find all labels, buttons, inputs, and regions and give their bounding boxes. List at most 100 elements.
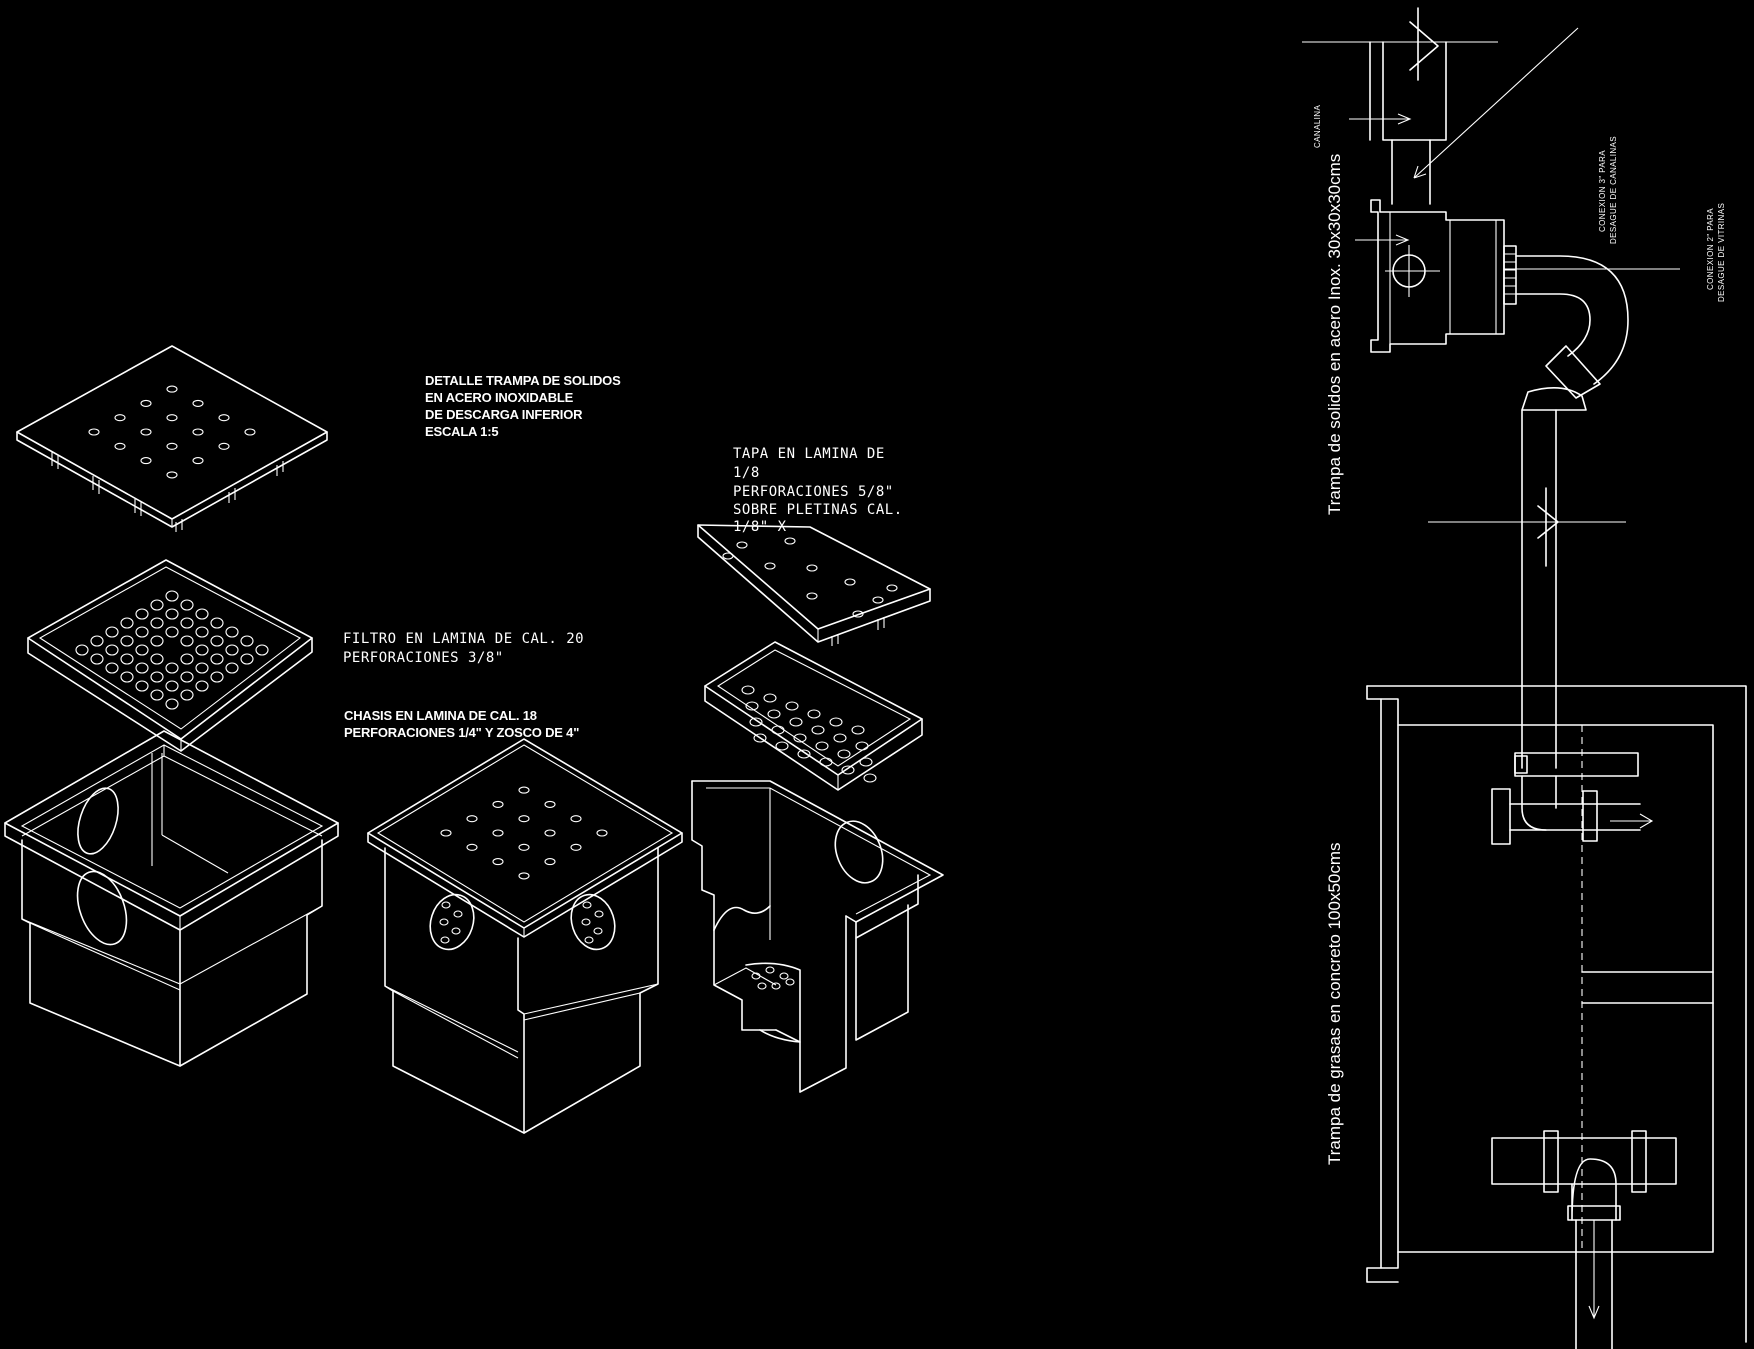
perforation-hole — [863, 773, 877, 783]
perforation-hole — [218, 442, 230, 450]
perforation-hole — [195, 662, 209, 674]
perforation-hole — [166, 471, 178, 479]
perforation-hole — [165, 662, 179, 674]
perforation-hole — [166, 385, 178, 393]
perforation-hole — [852, 610, 864, 618]
perforation-hole — [789, 717, 803, 727]
perforation-hole — [829, 717, 843, 727]
perforation-hole — [581, 918, 591, 926]
perforation-hole — [192, 457, 204, 465]
perforation-hole — [150, 689, 164, 701]
perforation-hole — [210, 617, 224, 629]
solids-trap-elevation — [1302, 7, 1680, 769]
perforation-hole — [140, 457, 152, 465]
perforation-hole — [218, 414, 230, 422]
perforation-hole — [114, 414, 126, 422]
perforation-hole — [150, 617, 164, 629]
perforation-hole — [244, 428, 256, 436]
perforation-hole — [779, 972, 789, 980]
chasis-label-line1: CHASIS EN LAMINA DE CAL. 18 — [344, 708, 537, 723]
perforation-hole — [440, 936, 450, 944]
perforation-hole — [135, 662, 149, 674]
perforation-hole — [150, 635, 164, 647]
perforation-hole — [763, 693, 777, 703]
perforation-hole — [570, 815, 582, 823]
perforation-hole — [807, 709, 821, 719]
perforation-hole — [135, 626, 149, 638]
perforation-hole — [851, 725, 865, 735]
narrow-filter-tray — [704, 641, 923, 791]
chasis-label-line2: PERFORACIONES 1/4" Y ZOSCO DE 4" — [344, 725, 579, 740]
perforation-hole — [751, 972, 761, 980]
perforation-hole — [584, 936, 594, 944]
perforation-hole — [150, 599, 164, 611]
perforation-hole — [819, 757, 833, 767]
perforation-hole — [841, 765, 855, 775]
canalina-label: CANALINA — [1313, 105, 1322, 148]
perforation-hole — [135, 680, 149, 692]
perforation-hole — [749, 717, 763, 727]
perforation-hole — [120, 671, 134, 683]
perforation-hole — [192, 428, 204, 436]
perforation-hole — [785, 701, 799, 711]
perforation-hole — [225, 662, 239, 674]
perforation-hole — [833, 733, 847, 743]
perforation-hole — [594, 910, 604, 918]
perforation-hole — [180, 599, 194, 611]
perforation-hole — [855, 741, 869, 751]
perforation-hole — [225, 644, 239, 656]
perforation-hole — [165, 680, 179, 692]
perforation-hole — [518, 872, 530, 880]
perforation-hole — [180, 617, 194, 629]
perforation-hole — [518, 815, 530, 823]
tapa-label-line2: 1/8 — [733, 465, 760, 481]
perforation-hole — [192, 399, 204, 407]
perforation-hole — [767, 709, 781, 719]
perforation-hole — [492, 800, 504, 808]
perforation-hole — [180, 689, 194, 701]
tapa-label-line3: PERFORACIONES 5/8" — [733, 484, 894, 500]
perforation-hole — [811, 725, 825, 735]
cutaway-box-isometric — [691, 780, 944, 1093]
perforation-hole — [741, 685, 755, 695]
perforation-hole — [440, 829, 452, 837]
perforation-hole — [492, 858, 504, 866]
perforation-hole — [518, 843, 530, 851]
open-chassis-box — [4, 730, 339, 1067]
perforation-hole — [210, 671, 224, 683]
conexion-2-label-line1: CONEXION 2" PARA — [1706, 208, 1715, 290]
conexion-3-label-line1: CONEXION 3" PARA — [1598, 150, 1607, 232]
filtro-label-line2: PERFORACIONES 3/8" — [343, 650, 504, 666]
perforation-hole — [140, 428, 152, 436]
perforation-hole — [165, 608, 179, 620]
perforation-hole — [466, 843, 478, 851]
perforation-hole — [753, 733, 767, 743]
conexion-3-label-line2: DESAGUE DE CANALINAS — [1609, 136, 1618, 244]
perforation-hole — [439, 918, 449, 926]
perforation-hole — [114, 442, 126, 450]
tapa-label-line4: SOBRE PLETINAS CAL. — [733, 502, 903, 518]
perforation-hole — [105, 644, 119, 656]
perforation-hole — [135, 608, 149, 620]
perforation-hole — [165, 590, 179, 602]
perforation-hole — [492, 829, 504, 837]
perforation-hole — [135, 644, 149, 656]
perforation-hole — [165, 626, 179, 638]
perforation-hole — [771, 982, 781, 990]
detail-scale: ESCALA 1:5 — [425, 424, 498, 439]
perforation-hole — [518, 786, 530, 794]
perforation-hole — [859, 757, 873, 767]
perforation-hole — [544, 829, 556, 837]
perforation-hole — [105, 626, 119, 638]
grease-trap-elevation — [1366, 685, 1747, 1349]
perforation-hole — [88, 428, 100, 436]
perforation-hole — [544, 858, 556, 866]
perforation-hole — [165, 698, 179, 710]
perforation-hole — [120, 653, 134, 665]
perforation-hole — [90, 653, 104, 665]
perforation-hole — [837, 749, 851, 759]
perforation-hole — [806, 564, 818, 572]
perforation-hole — [771, 725, 785, 735]
